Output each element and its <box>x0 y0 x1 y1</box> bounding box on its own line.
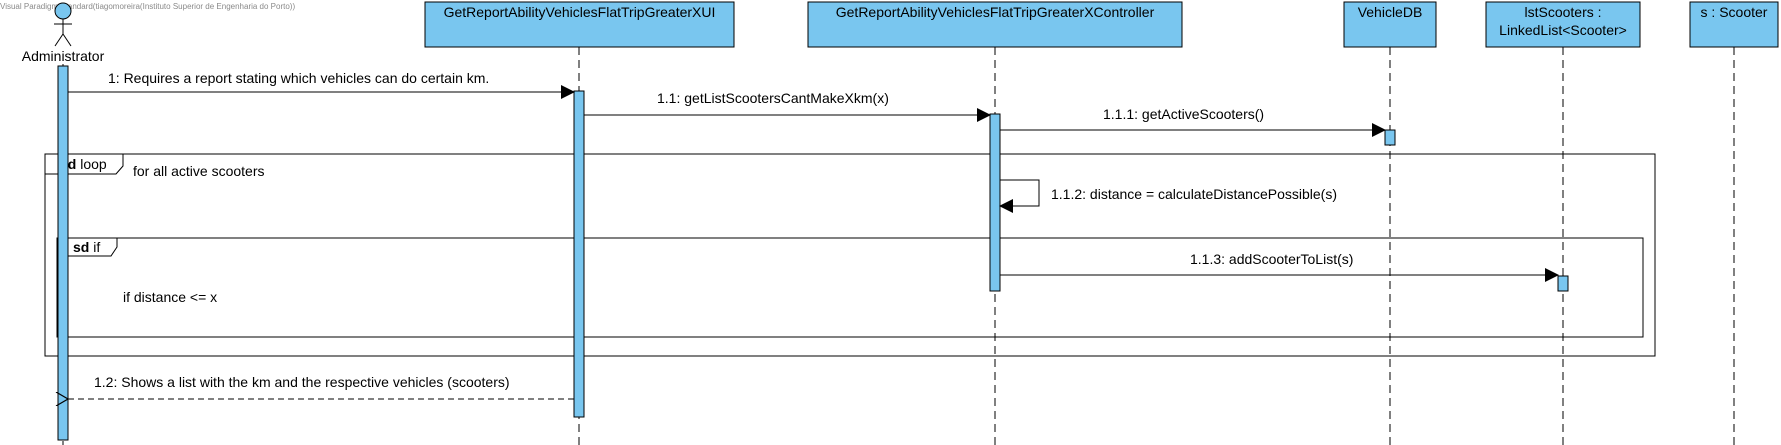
message-label: 1.1.3: addScooterToList(s) <box>1190 251 1353 267</box>
activation-lstscooters <box>1557 275 1569 292</box>
fragment-loop[interactable]: sd loop for all active scooters <box>44 153 1656 357</box>
lifeline-header-xui[interactable]: GetReportAbilityVehiclesFlatTripGreaterX… <box>424 1 735 48</box>
fragment-if-guard: if distance <= x <box>123 289 217 305</box>
actor-stick-figure-icon <box>54 2 72 47</box>
message-1-1-2[interactable]: 1.1.2: distance = calculateDistancePossi… <box>999 179 1337 213</box>
lifeline-header-lstscooters[interactable]: lstScooters : LinkedList<Scooter> <box>1485 1 1641 48</box>
activation-controller <box>989 113 1001 292</box>
lifeline-header-scooter[interactable]: s : Scooter <box>1689 1 1779 48</box>
watermark-text: Visual Paradigm Standard(tiagomoreira(In… <box>0 2 295 11</box>
fragment-loop-guard: for all active scooters <box>133 163 265 179</box>
message-1-1-1[interactable]: 1.1.1: getActiveScooters() <box>1000 106 1386 137</box>
message-label: 1.1.1: getActiveScooters() <box>1103 106 1264 122</box>
message-label: 1.2: Shows a list with the km and the re… <box>94 374 510 390</box>
message-label: 1.1.2: distance = calculateDistancePossi… <box>1051 186 1337 202</box>
fragment-if[interactable]: sd if if distance <= x <box>56 237 1644 338</box>
lifeline-label: GetReportAbilityVehiclesFlatTripGreaterX… <box>836 4 1155 20</box>
actor-administrator[interactable]: Administrator <box>22 2 105 64</box>
actor-name: Administrator <box>22 48 105 64</box>
message-1-1[interactable]: 1.1: getListScootersCantMakeXkm(x) <box>584 90 991 122</box>
fragment-if-label: sd if <box>73 239 100 255</box>
activation-bars <box>57 65 1569 441</box>
lifeline-label: LinkedList<Scooter> <box>1499 22 1627 38</box>
lifeline-header-controller[interactable]: GetReportAbilityVehiclesFlatTripGreaterX… <box>807 1 1183 48</box>
lifeline-label: s : Scooter <box>1701 4 1768 20</box>
message-1-2[interactable]: 1.2: Shows a list with the km and the re… <box>68 374 574 399</box>
activation-xui <box>573 90 585 418</box>
activation-vehicledb <box>1384 129 1396 146</box>
message-label: 1.1: getListScootersCantMakeXkm(x) <box>657 90 889 106</box>
message-1[interactable]: 1: Requires a report stating which vehic… <box>68 70 575 99</box>
message-1-1-3[interactable]: 1.1.3: addScooterToList(s) <box>1000 251 1559 282</box>
message-label: 1: Requires a report stating which vehic… <box>108 70 489 86</box>
activation-actor <box>57 65 69 441</box>
lifeline-label: lstScooters : <box>1524 4 1601 20</box>
lifeline-label: GetReportAbilityVehiclesFlatTripGreaterX… <box>444 4 716 20</box>
lifeline-label: VehicleDB <box>1358 4 1423 20</box>
lifeline-header-vehicledb[interactable]: VehicleDB <box>1343 1 1437 48</box>
